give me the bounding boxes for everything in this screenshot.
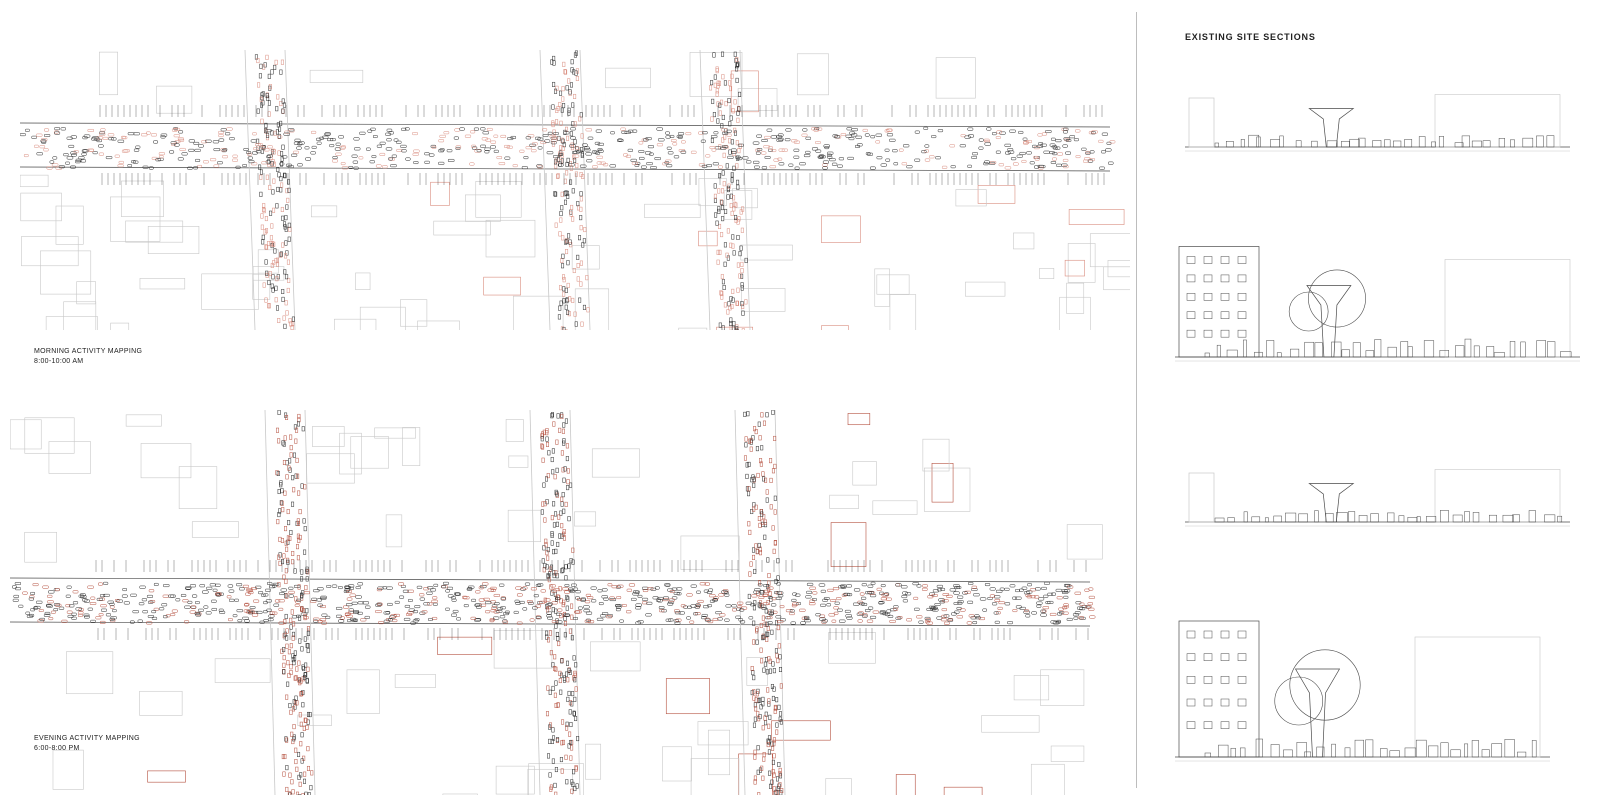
site-section-2 xyxy=(1175,235,1580,365)
morning-activity-map xyxy=(20,50,1130,330)
morning-plan-drawing xyxy=(20,50,1130,330)
evening-title: EVENING ACTIVITY MAPPING xyxy=(34,735,140,742)
evening-plan-drawing xyxy=(10,410,1103,795)
site-section-4 xyxy=(1175,605,1550,765)
site-section-3-drawing xyxy=(1185,469,1570,527)
evening-label: EVENING ACTIVITY MAPPING 6:00-8:00 PM xyxy=(34,734,140,754)
evening-time: 6:00-8:00 PM xyxy=(34,745,80,752)
site-section-4-drawing xyxy=(1175,620,1550,762)
morning-title: MORNING ACTIVITY MAPPING xyxy=(34,348,143,355)
sections-title: EXISTING SITE SECTIONS xyxy=(1185,32,1316,42)
morning-label: MORNING ACTIVITY MAPPING 8:00-10:00 AM xyxy=(34,347,142,367)
site-section-1-drawing xyxy=(1185,94,1570,152)
site-section-1 xyxy=(1185,85,1570,155)
site-section-3 xyxy=(1185,460,1570,530)
morning-time: 8:00-10:00 AM xyxy=(34,358,84,365)
vertical-divider xyxy=(1136,12,1137,788)
site-section-2-drawing xyxy=(1175,246,1580,362)
evening-activity-map xyxy=(10,410,1120,795)
